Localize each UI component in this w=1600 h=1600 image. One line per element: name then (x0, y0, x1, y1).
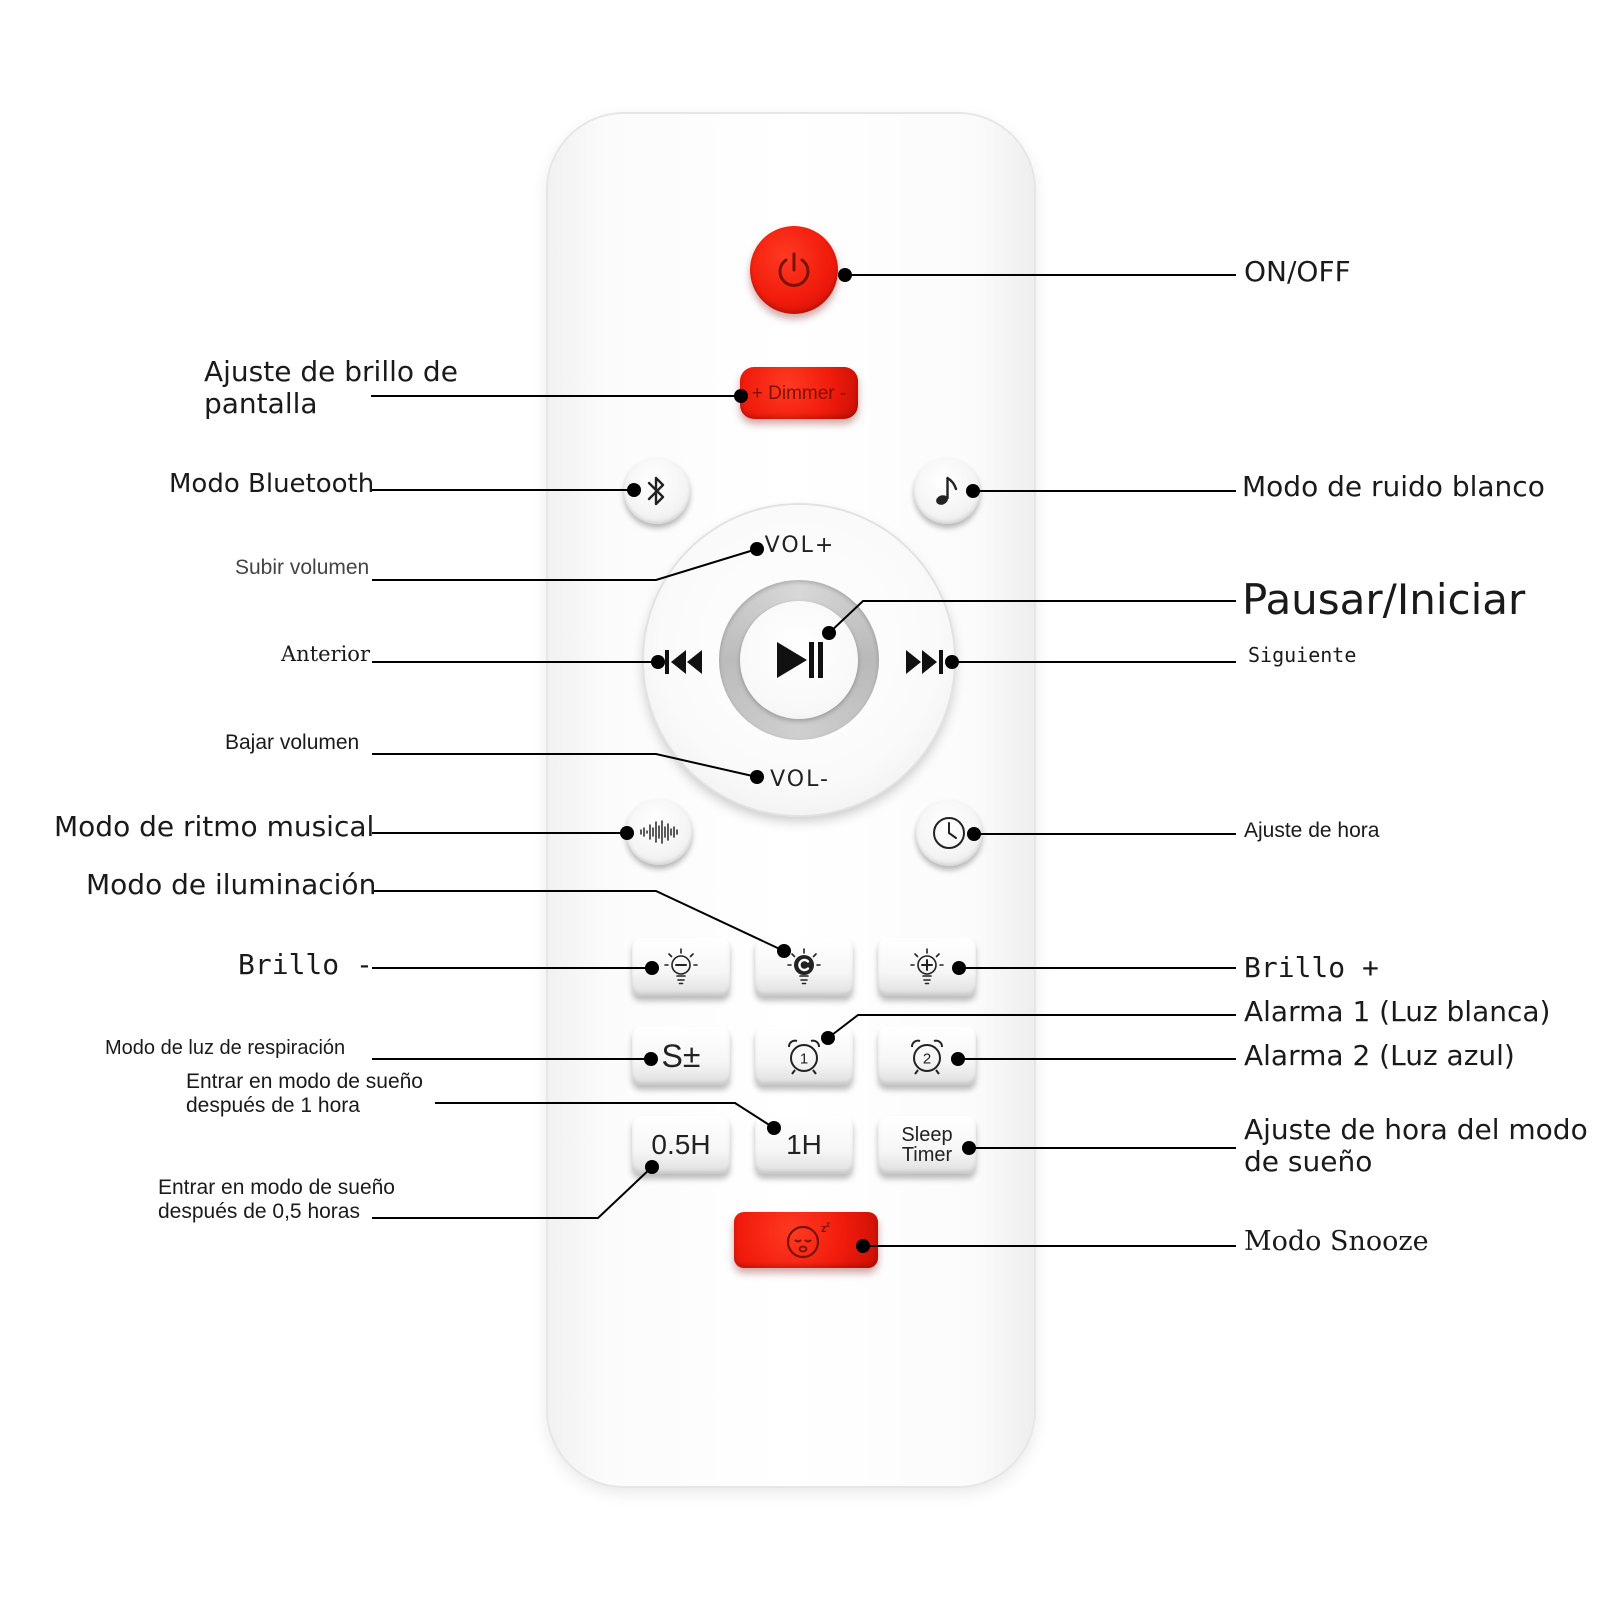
label-snooze: Modo Snooze (1244, 1226, 1429, 1257)
label-alarm-1: Alarma 1 (Luz blanca) (1244, 995, 1551, 1028)
label-time-set: Ajuste de hora (1244, 819, 1380, 842)
dot-next (945, 655, 959, 669)
dot-lighting-mode (777, 944, 791, 958)
leader-vol-up (372, 548, 758, 581)
dot-brightness-minus (645, 961, 659, 975)
alarm-clock-2-icon: 2 (911, 1039, 943, 1075)
dot-previous (651, 655, 665, 669)
lighting-mode-button[interactable] (755, 938, 853, 996)
dot-brightness-plus (952, 961, 966, 975)
dot-breathing (644, 1052, 658, 1066)
label-vol-up: Subir volumen (235, 556, 370, 579)
dot-time-set (967, 827, 981, 841)
dimmer-label: + Dimmer - (751, 382, 847, 404)
sound-wave-icon (640, 820, 678, 844)
dot-snooze (856, 1239, 870, 1253)
music-note-icon (936, 476, 958, 505)
leader-vol-down (372, 753, 758, 778)
brightness-minus-button[interactable] (632, 938, 730, 996)
label-rhythm: Modo de ritmo musical (54, 810, 375, 843)
sleep-1h-label: 1H (786, 1129, 822, 1160)
label-sleep-1h: Entrar en modo de sueño después de 1 hor… (186, 1070, 423, 1118)
dot-on-off (838, 268, 852, 282)
leader-alarm-1 (827, 1014, 1236, 1039)
dot-vol-up (750, 542, 764, 556)
sleep-timer-label-line1: Sleep (901, 1124, 953, 1146)
label-dimmer: Ajuste de brillo de pantalla (204, 355, 458, 421)
rhythm-mode-button[interactable] (626, 799, 692, 865)
sleep-timer-button[interactable]: Sleep Timer (878, 1116, 976, 1174)
leader-sleep-1h (435, 1102, 775, 1129)
dot-sleep-1h (767, 1121, 781, 1135)
svg-text:z: z (826, 1220, 830, 1229)
dot-alarm-2 (951, 1052, 965, 1066)
power-button[interactable] (750, 226, 838, 314)
bulb-mode-icon (787, 948, 821, 985)
previous-button[interactable] (656, 644, 712, 680)
next-track-icon (906, 650, 943, 674)
vol-down-button[interactable]: VOL- (740, 762, 860, 796)
label-breathing: Modo de luz de respiración (105, 1037, 346, 1059)
play-pause-button[interactable] (740, 601, 858, 719)
vol-down-label: VOL- (770, 766, 830, 792)
label-brightness-plus: Brillo + (1244, 951, 1379, 984)
power-icon (778, 252, 810, 287)
bulb-plus-icon (910, 948, 944, 985)
previous-track-icon (665, 650, 702, 674)
alarm-clock-1-icon: 1 (788, 1039, 820, 1075)
label-bluetooth: Modo Bluetooth (169, 469, 375, 499)
dot-play-pause (822, 626, 836, 640)
snooze-face-icon: z z (786, 1220, 830, 1259)
bulb-minus-icon (664, 948, 698, 985)
svg-text:z: z (821, 1223, 827, 1235)
label-on-off: ON/OFF (1244, 255, 1351, 288)
next-button[interactable] (896, 644, 952, 680)
clock-icon (933, 817, 965, 849)
label-next: Siguiente (1248, 643, 1357, 667)
label-alarm-2: Alarma 2 (Luz azul) (1244, 1039, 1515, 1072)
alarm-1-button[interactable]: 1 (755, 1027, 853, 1085)
vol-up-button[interactable]: VOL+ (740, 528, 860, 562)
label-lighting-mode: Modo de iluminación (86, 868, 377, 901)
dot-bluetooth (627, 483, 641, 497)
snooze-button[interactable]: z z (734, 1212, 878, 1268)
dot-sleep-05h (645, 1160, 659, 1174)
dot-alarm-1 (821, 1031, 835, 1045)
label-vol-down: Bajar volumen (225, 731, 360, 754)
label-brightness-minus: Brillo - (238, 948, 373, 981)
leader-play-pause (828, 600, 1236, 634)
dimmer-button[interactable]: + Dimmer - (740, 367, 858, 419)
label-white-noise: Modo de ruido blanco (1242, 470, 1545, 503)
dot-rhythm (620, 826, 634, 840)
vol-up-label: VOL+ (764, 532, 836, 558)
label-play-pause: Pausar/Iniciar (1242, 575, 1526, 624)
leader-sleep-05h (372, 1166, 653, 1219)
play-pause-icon (777, 642, 823, 678)
svg-text:1: 1 (800, 1051, 808, 1068)
sleep-05h-label: 0.5H (651, 1129, 711, 1160)
sleep-timer-label-line2: Timer (901, 1144, 953, 1166)
leader-lighting-mode (373, 890, 785, 952)
dot-dimmer (734, 389, 748, 403)
dot-vol-down (750, 770, 764, 784)
bluetooth-icon (647, 476, 665, 506)
dot-white-noise (966, 484, 980, 498)
svg-text:2: 2 (923, 1051, 931, 1068)
label-sleep-05h: Entrar en modo de sueño después de 0,5 h… (158, 1176, 395, 1224)
label-previous: Anterior (281, 642, 370, 666)
label-sleep-timer: Ajuste de hora del modo de sueño (1244, 1113, 1588, 1179)
dot-sleep-timer (962, 1141, 976, 1155)
breathing-mode-label: S± (661, 1038, 701, 1074)
